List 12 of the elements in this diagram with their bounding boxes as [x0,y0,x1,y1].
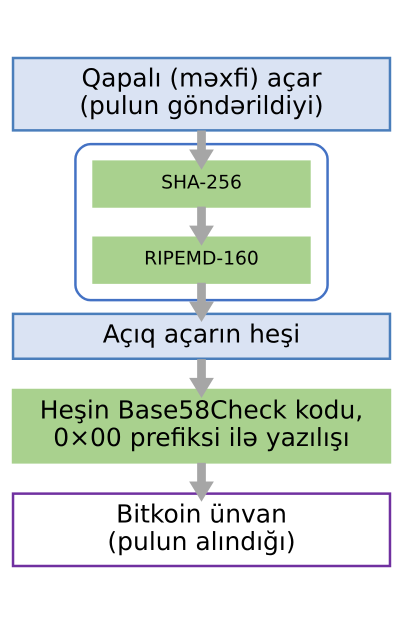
cluster [74,142,329,301]
node-box: Açıq açarın heşi [12,312,392,360]
arrow [189,358,214,398]
node-box: SHA-256 [92,160,311,208]
arrow [189,462,214,502]
node-box: RIPEMD-160 [92,236,311,284]
node-box: Bitkoin ünvan (pulun alındığı) [12,492,392,567]
arrow [189,282,214,322]
arrow [189,206,214,246]
arrow [189,130,214,170]
node-box: Heşin Base58Check kodu, 0×00 prefiksi ilə yazılışı [12,388,392,464]
node-box: Qapalı (məxfi) açar (pulun göndərildiyi) [12,56,392,132]
